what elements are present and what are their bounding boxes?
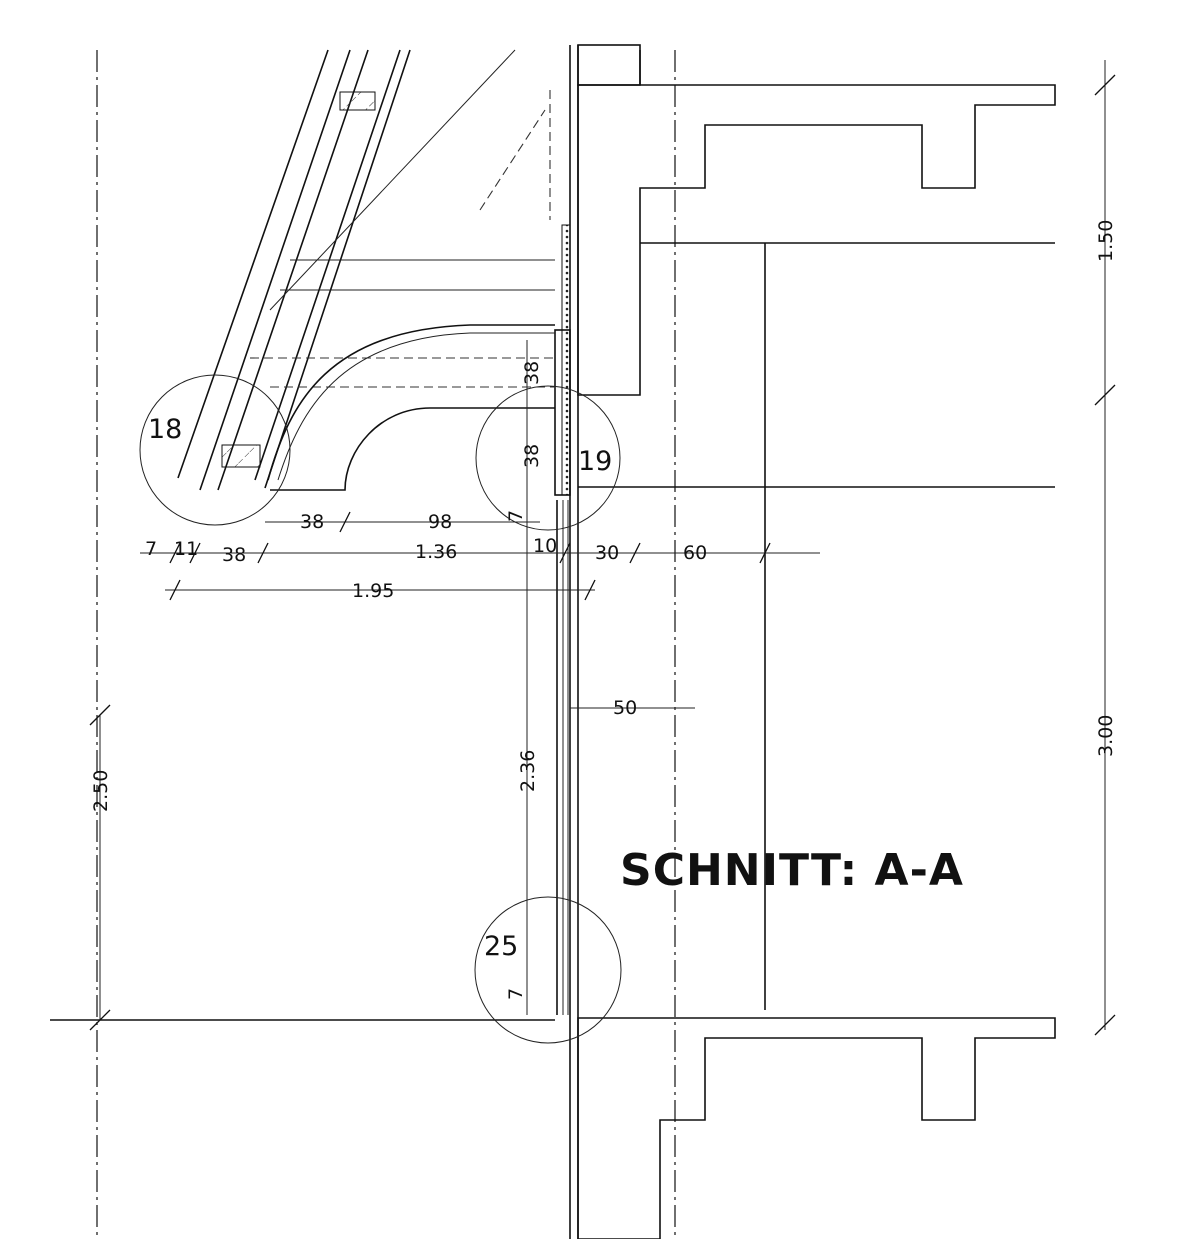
soffit-curve	[277, 332, 555, 481]
dim-2-50: 2.50	[90, 770, 112, 812]
dim-30: 30	[595, 542, 619, 564]
dim-2-36: 2.36	[517, 750, 539, 792]
insulation	[561, 224, 571, 496]
dim-3-00: 3.00	[1095, 715, 1117, 757]
dim-50: 50	[613, 697, 637, 719]
rafter	[269, 49, 516, 311]
roof-line	[199, 49, 351, 491]
dim-7-vertical-lower: 7	[505, 988, 527, 1000]
dim-38-bottom: 38	[222, 544, 246, 566]
dim-38-vertical-lower: 38	[521, 444, 543, 468]
dim-38-top: 38	[300, 511, 324, 533]
lower-slab	[577, 1017, 1056, 1239]
detail-circle-25	[474, 896, 622, 1044]
dim-10: 10	[533, 535, 557, 557]
detail-label-18: 18	[148, 414, 182, 445]
detail-circle-19	[475, 385, 621, 531]
dim-7: 7	[145, 538, 157, 560]
dim-1-50: 1.50	[1095, 220, 1117, 262]
roof-beam	[221, 444, 261, 468]
soffit-arch	[270, 407, 555, 491]
window-head	[554, 329, 571, 496]
dim-38-vertical-upper: 38	[521, 361, 543, 385]
detail-label-19: 19	[578, 446, 612, 477]
dim-60: 60	[683, 542, 707, 564]
detail-label-25: 25	[484, 931, 518, 962]
section-title: SCHNITT: A-A	[620, 845, 964, 896]
dim-1-36: 1.36	[415, 541, 457, 563]
roof-line	[254, 49, 401, 481]
dim-1-95: 1.95	[352, 580, 394, 602]
soffit-curve	[267, 324, 555, 481]
hidden-line	[479, 109, 546, 211]
upper-wall-block	[577, 44, 641, 86]
dim-11: 11	[174, 538, 198, 560]
roof-line	[264, 49, 411, 489]
dim-98: 98	[428, 511, 452, 533]
upper-slab	[577, 84, 1056, 396]
dim-7-vertical-upper: 7	[505, 510, 527, 522]
roof-line	[177, 49, 329, 479]
dim-ticks	[89, 74, 1116, 1036]
detail-circle-18	[139, 374, 291, 526]
roof-line	[217, 49, 369, 491]
roof-beam	[339, 91, 376, 111]
